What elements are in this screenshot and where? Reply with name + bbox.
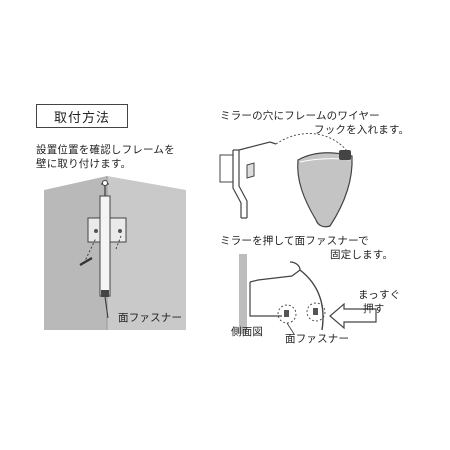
mirror-curve-side [299, 269, 324, 331]
fastener-circle-left [277, 304, 297, 324]
fastener-circle-right [306, 302, 326, 322]
screw-hole-right [118, 229, 122, 233]
screw-guide-line [83, 237, 97, 264]
side-wall [239, 254, 247, 334]
step1-fastener-label: 面ファスナー [118, 312, 183, 324]
wire-guide-line [275, 133, 349, 153]
step1-instruction-line1: 設置位置を確認しフレームを [36, 144, 175, 156]
push-arrow-icon [329, 302, 377, 330]
bracket-hook-arm [238, 141, 277, 151]
step2-instruction-line1: ミラーの穴にフレームのワイヤー [220, 110, 380, 122]
step1-instruction-line2: 壁に取り付けます。 [36, 158, 132, 170]
side-view-label: 側面図 [231, 326, 264, 338]
frame-arm-side [249, 269, 301, 283]
push-label-line1: まっすぐ [358, 289, 401, 301]
fastener-leader-line [104, 296, 109, 319]
bracket-outline-front [232, 150, 242, 218]
screw-hole-left [94, 229, 98, 233]
wall-left [44, 176, 107, 330]
step3-fastener-label: 面ファスナー [285, 333, 350, 345]
mirror-hole [339, 150, 351, 160]
fastener-pad [101, 290, 109, 297]
step3-instruction-line1: ミラーを押して面ファスナーで [220, 235, 369, 247]
step2-instruction-line2: フックを入れます。 [314, 124, 410, 136]
screw-icon [79, 257, 93, 266]
section-title: 取付方法 [36, 104, 128, 128]
step3-instruction-line2: 固定します。 [330, 249, 394, 261]
push-label-line2: 押す [363, 303, 385, 315]
wall-right [107, 176, 186, 330]
